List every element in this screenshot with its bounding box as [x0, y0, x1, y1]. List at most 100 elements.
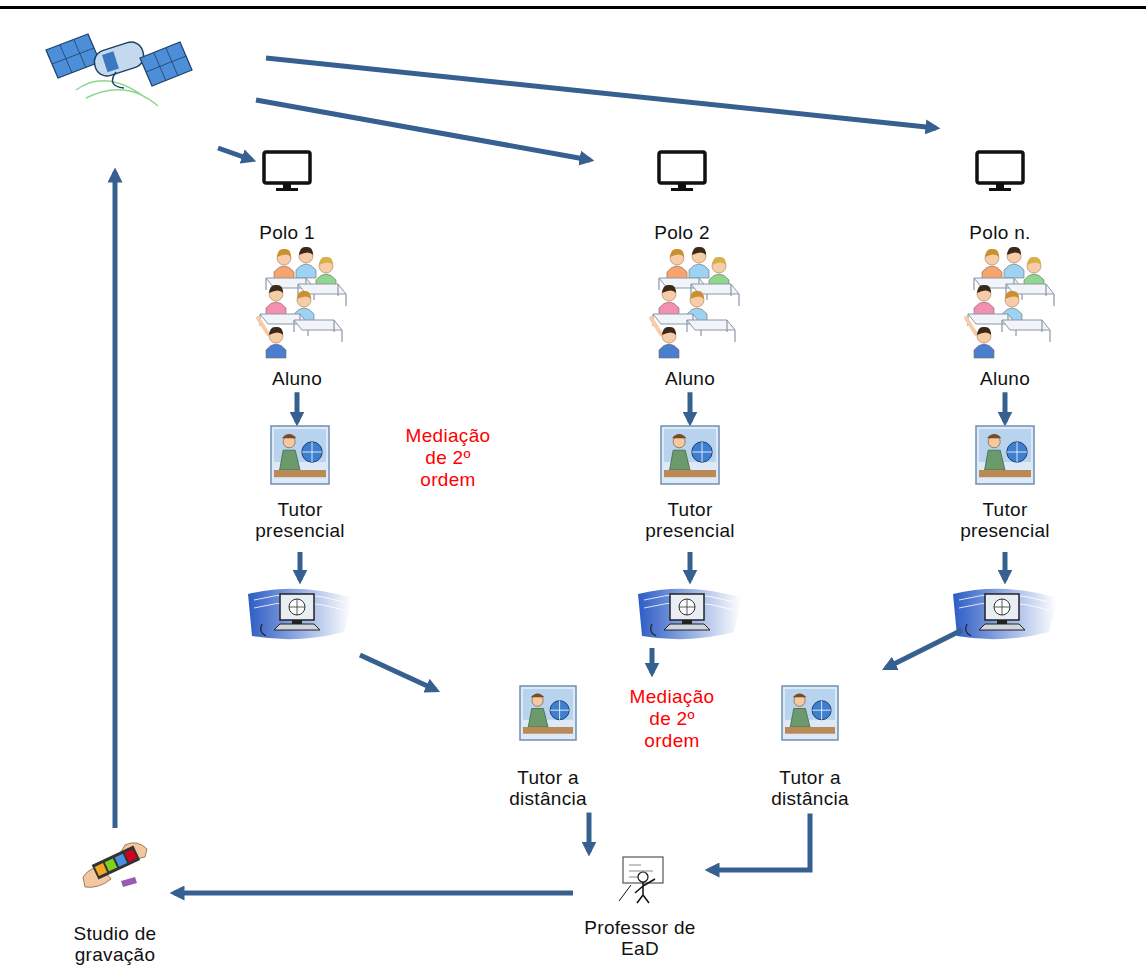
tutor-figure-icon-part	[785, 727, 835, 734]
student-group-icon-part	[1004, 247, 1024, 278]
tutor-figure-icon-part	[271, 426, 329, 484]
flow-arrow	[1003, 552, 1008, 580]
tutor-figure-icon-part	[976, 426, 1034, 484]
polo-screen-icon-part	[671, 188, 693, 191]
student-group-icon-part	[667, 249, 687, 280]
node-caption: Tutor presencial	[245, 499, 355, 542]
student-group-icon-part	[266, 285, 286, 316]
polo-screen-icon	[262, 150, 312, 192]
computer-icon-part	[679, 599, 695, 615]
computer-icon-part	[985, 594, 1019, 620]
computer-icon-part	[289, 599, 305, 615]
student-group-icon-part	[296, 247, 316, 278]
tutor-figure-icon-part	[523, 727, 573, 734]
computer-icon-part	[261, 624, 266, 636]
teacher-figure-icon-part	[619, 885, 631, 901]
student-group-icon-part	[1006, 284, 1054, 306]
computer-icon-part	[682, 620, 692, 624]
student-group: Aluno	[959, 248, 1051, 389]
recording-studio-icon-part	[92, 846, 140, 880]
tutor-figure-icon-part	[812, 701, 831, 720]
satellite-icon-part	[76, 81, 158, 106]
node-caption: Tutor presencial	[950, 499, 1060, 542]
tutor-figure-icon-part	[692, 442, 712, 462]
mediation-note: Mediação de 2º ordem	[398, 425, 498, 491]
student-group-icon-part	[1007, 247, 1021, 255]
node-caption: Polo 2	[654, 222, 710, 243]
computer-icon-part	[997, 620, 1007, 624]
flow-connector	[174, 891, 573, 896]
node-caption: Tutor presencial	[635, 499, 745, 542]
tutor-figure-icon-part	[550, 701, 569, 720]
student-group-icon-part	[269, 285, 283, 293]
student-group: Aluno	[644, 248, 736, 389]
computer-icon-part	[953, 589, 1057, 639]
tutor-figure-icon	[975, 425, 1035, 485]
polo-screen-icon-part	[989, 188, 1011, 191]
student-group-icon-part	[294, 320, 342, 342]
polo-screen-icon-part	[264, 152, 310, 183]
teacher-figure-icon	[613, 855, 668, 905]
computer-icon-part	[638, 589, 742, 639]
tutor-figure-icon-part	[793, 693, 807, 697]
student-group-icon-part	[651, 247, 739, 358]
student-group-icon-part	[296, 264, 316, 278]
student-group-icon-part	[690, 291, 704, 299]
flow-connector	[295, 392, 300, 422]
student-group-icon-part	[662, 327, 676, 335]
flow-connector	[688, 392, 693, 422]
satellite-icon-part	[52, 40, 94, 73]
satellite-icon-part	[112, 72, 124, 88]
student-group-icon-part	[319, 257, 333, 265]
student-group-icon-part	[266, 344, 286, 358]
tutor-figure: Tutor a distância	[755, 685, 865, 810]
student-group-icon-part	[298, 284, 346, 306]
polo-screen-icon	[657, 150, 707, 192]
satellite-icon-part	[146, 48, 186, 81]
student-group-icon	[962, 248, 1048, 358]
polo-screen-icon-part	[276, 188, 298, 191]
tutor-figure-icon-part	[782, 686, 838, 740]
student-group-icon-part	[691, 284, 739, 306]
student-group-icon-part	[1027, 257, 1041, 265]
polo-screen-icon-part	[264, 152, 310, 191]
student-group-icon-part	[966, 318, 994, 358]
tutor-figure-icon-part	[661, 426, 719, 484]
student-group-icon-part	[258, 318, 268, 334]
tutor-figure-icon-part	[302, 442, 322, 462]
student-group-icon-part	[274, 249, 294, 280]
student-group-icon-part	[687, 320, 735, 342]
polo-screen-icon-part	[977, 152, 1023, 183]
flow-connector	[709, 814, 810, 870]
tutor-figure-icon-part	[531, 693, 545, 697]
flow-arrow	[688, 552, 693, 580]
student-group-icon-part	[1002, 320, 1050, 342]
tutor-figure-icon	[660, 425, 720, 485]
computer-icon-part	[979, 624, 1025, 630]
computer-icon-part	[670, 594, 704, 620]
flow-arrow	[886, 630, 962, 668]
student-group: Aluno	[251, 248, 343, 389]
tutor-figure-icon-part	[520, 686, 576, 740]
recording-studio-icon	[81, 835, 149, 891]
node-caption: Aluno	[272, 368, 322, 389]
student-group-icon-part	[966, 318, 976, 334]
student-group-icon-part	[1002, 320, 1050, 330]
student-group-icon-part	[712, 257, 726, 265]
recording-studio-icon-part	[95, 863, 107, 876]
student-group-icon-part	[269, 327, 283, 335]
recording-studio-icon-part	[92, 846, 140, 880]
student-group-icon-part	[966, 247, 1054, 358]
student-group-icon-part	[659, 285, 679, 316]
tutor-figure-icon-part	[664, 470, 716, 477]
student-group-icon-part	[709, 257, 729, 288]
polo-screen: Polo 2	[637, 150, 727, 243]
computer-icon-part	[664, 624, 710, 630]
node-caption: Professor de EaD	[575, 917, 705, 960]
student-group-icon-part	[1005, 291, 1019, 299]
recording-studio-icon-part	[125, 849, 137, 862]
computer-icon-part	[280, 594, 314, 620]
polo-screen-icon-part	[659, 152, 705, 191]
top-rule	[0, 6, 1146, 9]
